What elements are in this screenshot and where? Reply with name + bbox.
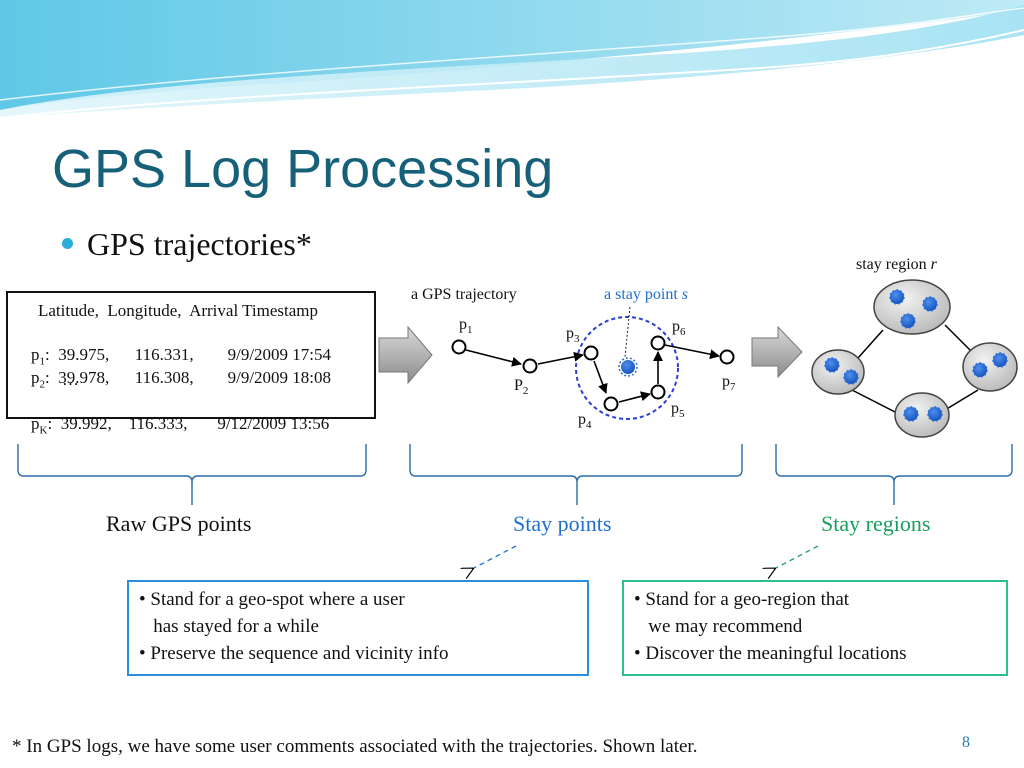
brace-raw (17, 444, 367, 505)
connector-stay-regions (774, 545, 819, 569)
process-arrow-1 (378, 325, 433, 385)
table-row: p2: 39.978, 116.308, 9/9/2009 18:08 (31, 368, 332, 391)
connector-stay-points (472, 545, 517, 569)
trajectory-nodes (451, 335, 735, 412)
stay-region-bottom (894, 392, 950, 438)
section-label-raw: Raw GPS points (106, 511, 252, 536)
section-label-stay-points: Stay points (513, 511, 612, 536)
point-label-p3: p3 (566, 325, 580, 346)
bullet-text: GPS trajectories* (87, 226, 312, 262)
info-box-stay-points: • Stand for a geo-spot where a user has … (127, 580, 589, 676)
point-label-p7: p7 (722, 373, 736, 394)
process-arrow-2 (751, 325, 803, 379)
node-p7 (719, 349, 735, 365)
header-wave-banner (0, 0, 1024, 119)
table-ellipsis: … (62, 370, 79, 389)
node-p3 (583, 345, 599, 361)
node-p5 (650, 384, 666, 400)
raw-gps-table: Latitude, Longitude, Arrival Timestamp p… (6, 291, 376, 436)
section-label-stay-regions: Stay regions (821, 511, 931, 536)
page-number: 8 (962, 734, 970, 751)
table-row: pK: 39.992, 116.333, 9/12/2009 13:56 (31, 414, 330, 437)
footnote: * In GPS logs, we have some user comment… (12, 736, 698, 757)
section-braces (17, 444, 1013, 505)
stay-point-label: a stay point s (604, 286, 688, 303)
stay-region-left (811, 349, 865, 395)
bullet-dot-icon (62, 238, 73, 250)
point-label-p5: p5 (671, 400, 685, 421)
table-row: p1: 39.975, 116.331, 9/9/2009 17:54 (31, 345, 332, 368)
bullet-gps-trajectories: GPS trajectories* (62, 226, 312, 263)
trajectory-edges (465, 344, 720, 403)
stay-point-icon (618, 357, 638, 377)
stay-region-top (873, 279, 951, 335)
info-box-stay-regions: • Stand for a geo-region that we may rec… (622, 580, 1008, 676)
stay-region-label: stay region r (856, 256, 937, 273)
point-label-p4: p4 (578, 411, 592, 432)
stay-region-right (962, 342, 1018, 392)
raw-table-header: Latitude, Longitude, Arrival Timestamp (38, 301, 319, 320)
point-label-p6: p6 (672, 318, 686, 339)
stay-point-leader (624, 306, 631, 358)
point-label-p2: P2 (514, 377, 529, 398)
page-title: GPS Log Processing (52, 139, 554, 199)
node-p6 (650, 335, 666, 351)
trajectory-label: a GPS trajectory (411, 286, 517, 303)
node-p4 (603, 396, 619, 412)
point-label-p1: p1 (459, 316, 473, 337)
stay-point-circle (575, 316, 679, 420)
brace-stay-regions (775, 444, 1013, 505)
node-p1 (451, 339, 467, 355)
brace-stay-points (409, 444, 743, 505)
region-graph-edges (851, 324, 979, 413)
node-p2 (522, 358, 538, 374)
